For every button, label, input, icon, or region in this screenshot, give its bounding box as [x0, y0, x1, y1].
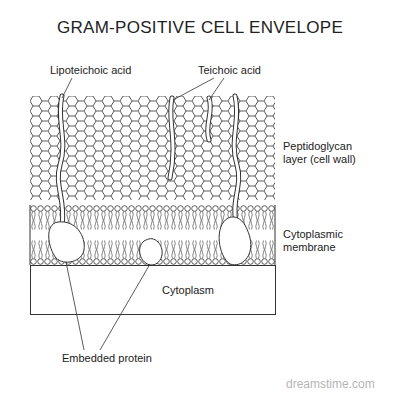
part-label: Lipoteichoic acid [50, 64, 160, 77]
diagram-title: GRAM-POSITIVE CELL ENVELOPE [0, 18, 400, 38]
envelope-border [30, 205, 31, 265]
leader-lines [62, 78, 224, 350]
lipid-bilayer [30, 205, 275, 265]
watermark: dreamstime.com [286, 378, 396, 391]
envelope-border [275, 205, 276, 265]
teichoic-strands [58, 96, 238, 225]
region-label: Cytoplasm [162, 284, 214, 296]
part-label: Peptidoglycan layer (cell wall) [283, 140, 363, 166]
cytoplasm-region: Cytoplasm [30, 265, 276, 315]
part-label: Teichoic acid [198, 64, 288, 77]
embedded-protein-shapes [49, 217, 251, 265]
part-label: Cytoplasmic membrane [283, 228, 363, 254]
part-label: Embedded protein [62, 352, 172, 365]
